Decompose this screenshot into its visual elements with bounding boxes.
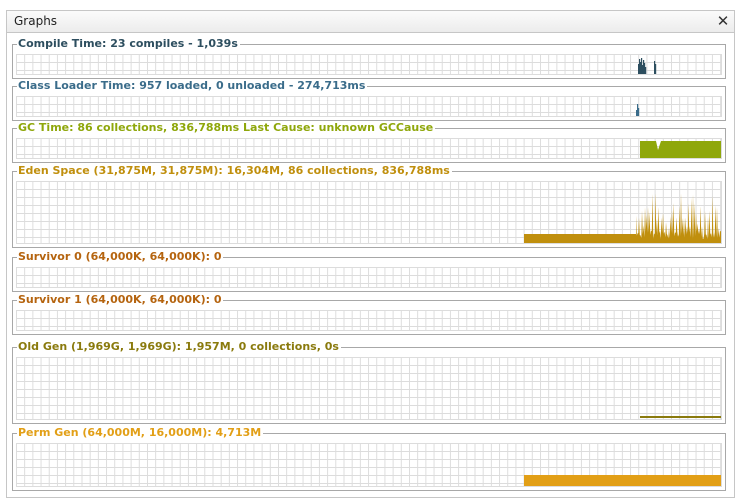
compile-spike: [642, 65, 644, 74]
compile-spike: [644, 63, 646, 74]
old-gen-panel: Old Gen (1,969G, 1,969G): 1,957M, 0 coll…: [12, 340, 726, 424]
compile-spike: [645, 67, 647, 74]
gc-time-plot: [16, 138, 722, 159]
class-loader-spike: [638, 108, 640, 116]
class-loader-panel: Class Loader Time: 957 loaded, 0 unloade…: [12, 79, 726, 121]
gc-time-panel: GC Time: 86 collections, 836,788ms Last …: [12, 121, 726, 163]
survivor-1-panel: Survivor 1 (64,000K, 64,000K): 0: [12, 293, 726, 335]
survivor-0-label: Survivor 0 (64,000K, 64,000K): 0: [17, 250, 224, 264]
eden-area: [636, 193, 721, 243]
survivor-1-label: Survivor 1 (64,000K, 64,000K): 0: [17, 293, 224, 307]
perm-gen-label: Perm Gen (64,000M, 16,000M): 4,713M: [17, 426, 264, 440]
perm-gen-area: [524, 475, 721, 486]
eden-space-panel: Eden Space (31,875M, 31,875M): 16,304M, …: [12, 164, 726, 248]
eden-space-label: Eden Space (31,875M, 31,875M): 16,304M, …: [17, 164, 452, 178]
eden-space-graph: [524, 193, 721, 243]
survivor-1-plot: [16, 310, 722, 331]
compile-spike: [643, 60, 645, 74]
compile-time-panel: Compile Time: 23 compiles - 1,039s: [12, 37, 726, 79]
gc-time-graph: [640, 141, 721, 158]
compile-spike: [641, 58, 643, 74]
eden-baseline: [524, 234, 636, 243]
compile-spike: [639, 59, 641, 74]
compile-time-plot: [16, 54, 722, 75]
eden-space-plot: [16, 181, 722, 244]
close-icon[interactable]: ✕: [716, 12, 730, 30]
class-loader-graph: [636, 104, 640, 116]
old-gen-plot: [16, 357, 722, 420]
compile-time-graph: [638, 58, 657, 74]
perm-gen-graph: [524, 475, 721, 486]
old-gen-label: Old Gen (1,969G, 1,969G): 1,957M, 0 coll…: [17, 340, 341, 354]
graphs-content: Compile Time: 23 compiles - 1,039s Class…: [6, 32, 735, 498]
class-loader-spike: [636, 110, 638, 116]
compile-spike: [655, 64, 657, 74]
perm-gen-panel: Perm Gen (64,000M, 16,000M): 4,713M: [12, 426, 726, 491]
class-loader-label: Class Loader Time: 957 loaded, 0 unloade…: [17, 79, 368, 93]
compile-spike: [654, 61, 656, 74]
class-loader-spike: [637, 104, 639, 116]
compile-spike: [640, 62, 642, 74]
gc-time-label: GC Time: 86 collections, 836,788ms Last …: [17, 121, 436, 135]
perm-gen-plot: [16, 443, 722, 487]
class-loader-plot: [16, 96, 722, 117]
old-gen-graph: [640, 416, 721, 418]
window-title: Graphs: [14, 14, 58, 28]
window-titlebar: Graphs ✕: [6, 10, 735, 32]
survivor-0-panel: Survivor 0 (64,000K, 64,000K): 0: [12, 250, 726, 292]
survivor-0-plot: [16, 267, 722, 288]
compile-spike: [638, 64, 640, 74]
gc-area: [640, 141, 721, 158]
compile-time-label: Compile Time: 23 compiles - 1,039s: [17, 37, 240, 51]
